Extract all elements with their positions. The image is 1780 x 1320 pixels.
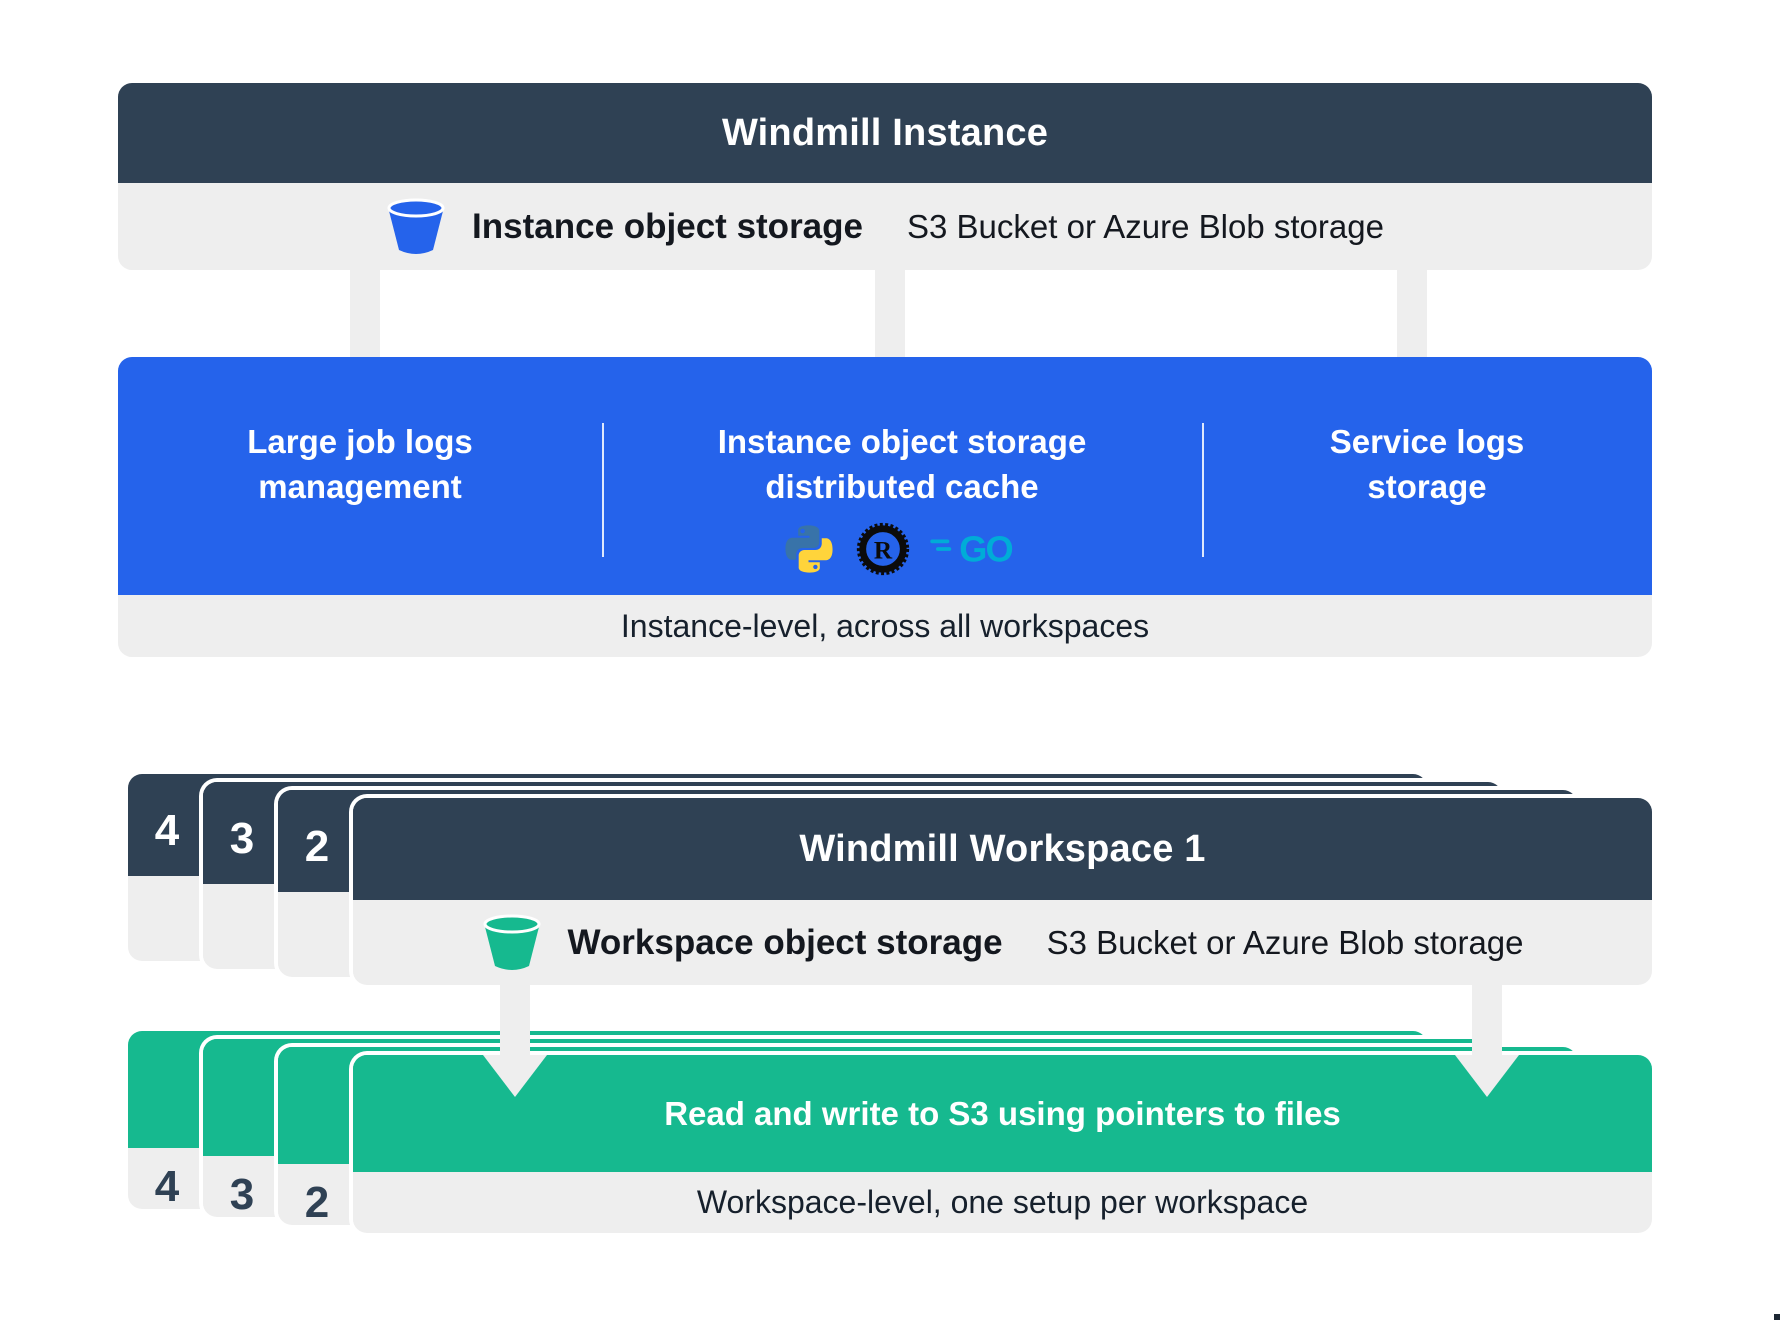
feature-line: storage [1367, 468, 1487, 505]
bucket-icon [482, 914, 542, 971]
instance-card-title: Windmill Instance [118, 83, 1652, 183]
feature-line: management [258, 468, 462, 505]
s3-flow-stack-number: 2 [304, 1178, 330, 1227]
workspace-stack-number: 3 [229, 814, 255, 863]
instance-storage-label: Instance object storage [472, 206, 863, 246]
workspace-card-title: Windmill Workspace 1 [353, 798, 1652, 900]
workspace-card-1: Windmill Workspace 1 Workspace object st… [353, 798, 1652, 985]
s3-flow-stack-number: 3 [229, 1170, 255, 1219]
feature-line: Instance object storage [717, 423, 1087, 460]
feature-distributed-cache: Instance object storage distributed cach… [602, 357, 1202, 595]
bucket-icon [386, 198, 446, 255]
feature-large-job-logs: Large job logs management [118, 357, 602, 595]
column-divider [1202, 423, 1204, 557]
svg-text:R: R [874, 536, 893, 564]
svg-text:GO: GO [959, 529, 1012, 569]
s3-flow-stack-number: 4 [154, 1162, 180, 1211]
column-divider [602, 423, 604, 557]
instance-storage-row: Instance object storage S3 Bucket or Azu… [118, 183, 1652, 270]
rust-logo-icon: R [856, 522, 910, 576]
workspace-storage-row: Workspace object storage S3 Bucket or Az… [353, 900, 1652, 985]
instance-scope-note: Instance-level, across all workspaces [118, 595, 1652, 657]
workspace-storage-label: Workspace object storage [567, 922, 1003, 962]
feature-line: Large job logs [247, 423, 473, 460]
runtime-logos: R GO [782, 521, 1022, 577]
workspace-stack-number: 4 [154, 806, 180, 855]
instance-card: Windmill Instance Instance object storag… [118, 83, 1652, 270]
workspace-storage-detail: S3 Bucket or Azure Blob storage [1046, 923, 1524, 961]
feature-service-logs: Service logs storage [1202, 357, 1652, 595]
s3-flow-action: Read and write to S3 using pointers to f… [353, 1055, 1652, 1172]
feature-line: distributed cache [765, 468, 1039, 505]
python-logo-icon [782, 522, 836, 576]
go-logo-icon: GO [930, 529, 1022, 569]
instance-features-box: Large job logs management Instance objec… [118, 357, 1652, 595]
instance-storage-detail: S3 Bucket or Azure Blob storage [907, 207, 1384, 245]
s3-flow-scope-note: Workspace-level, one setup per workspace [353, 1172, 1652, 1233]
s3-flow-card-1: Read and write to S3 using pointers to f… [353, 1055, 1652, 1233]
feature-line: Service logs [1329, 423, 1525, 460]
workspace-stack-number: 2 [304, 822, 330, 871]
corner-mark [1774, 1314, 1780, 1320]
